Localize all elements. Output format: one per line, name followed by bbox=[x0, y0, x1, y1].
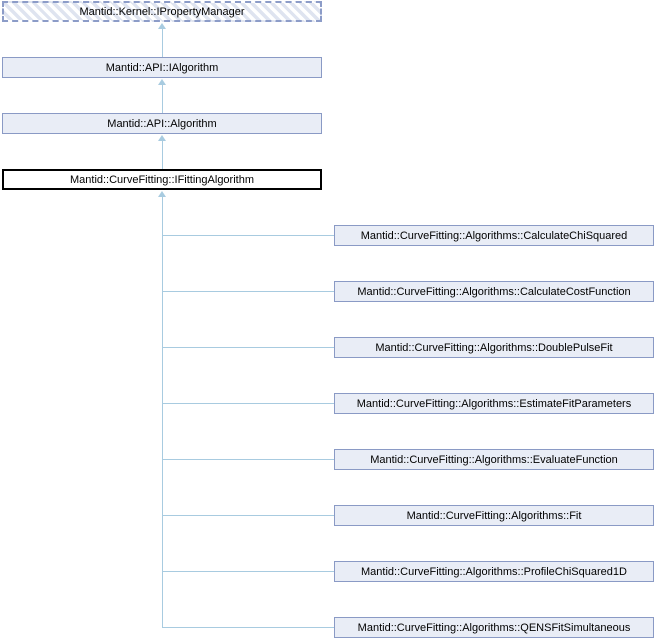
class-node-calculatecostfunction[interactable]: Mantid::CurveFitting::Algorithms::Calcul… bbox=[334, 281, 654, 302]
class-node-evaluatefunction[interactable]: Mantid::CurveFitting::Algorithms::Evalua… bbox=[334, 449, 654, 470]
inheritance-branch-edge bbox=[162, 403, 334, 404]
inheritance-edge bbox=[161, 28, 163, 57]
inheritance-branch-edge bbox=[162, 235, 334, 236]
class-node-qensfitsimultaneous[interactable]: Mantid::CurveFitting::Algorithms::QENSFi… bbox=[334, 617, 654, 638]
class-node-estimatefitparameters[interactable]: Mantid::CurveFitting::Algorithms::Estima… bbox=[334, 393, 654, 414]
inheritance-arrow-icon bbox=[158, 191, 166, 197]
class-node-doublepulsefit[interactable]: Mantid::CurveFitting::Algorithms::Double… bbox=[334, 337, 654, 358]
inheritance-edge bbox=[161, 84, 163, 113]
inheritance-branch-edge bbox=[162, 347, 334, 348]
inheritance-arrow-icon bbox=[158, 135, 166, 141]
inheritance-arrow-icon bbox=[158, 23, 166, 29]
class-node-profilechisquared1d[interactable]: Mantid::CurveFitting::Algorithms::Profil… bbox=[334, 561, 654, 582]
inheritance-arrow-icon bbox=[158, 79, 166, 85]
class-node-ialgorithm[interactable]: Mantid::API::IAlgorithm bbox=[2, 57, 322, 78]
inheritance-branch-edge bbox=[162, 515, 334, 516]
inheritance-edge bbox=[161, 140, 163, 169]
class-node-algorithm[interactable]: Mantid::API::Algorithm bbox=[2, 113, 322, 134]
class-node-fit[interactable]: Mantid::CurveFitting::Algorithms::Fit bbox=[334, 505, 654, 526]
inheritance-trunk-edge bbox=[161, 196, 163, 628]
inheritance-branch-edge bbox=[162, 571, 334, 572]
class-node-ipropertymanager[interactable]: Mantid::Kernel::IPropertyManager bbox=[2, 1, 322, 22]
inheritance-branch-edge bbox=[162, 291, 334, 292]
inheritance-branch-edge bbox=[162, 627, 334, 628]
inheritance-branch-edge bbox=[162, 459, 334, 460]
class-node-ifittingalgorithm: Mantid::CurveFitting::IFittingAlgorithm bbox=[2, 169, 322, 190]
class-node-calculatechisquared[interactable]: Mantid::CurveFitting::Algorithms::Calcul… bbox=[334, 225, 654, 246]
